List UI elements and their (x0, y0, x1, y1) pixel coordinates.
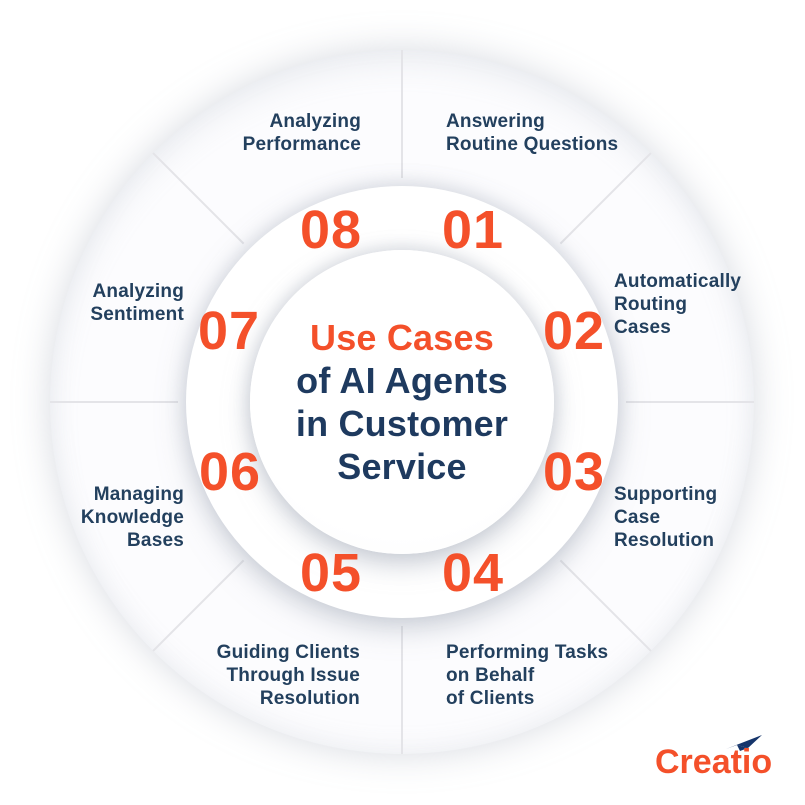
label-line: Routing (614, 294, 688, 315)
label-line: Resolution (614, 530, 715, 551)
segment-label-07: Analyzing Sentiment (90, 280, 184, 326)
title-line: of AI Agents (296, 360, 508, 401)
segment-number-04: 04 (441, 543, 505, 603)
segment-label-05: Guiding Clients Through Issue Resolution (217, 641, 360, 710)
label-line: Bases (127, 530, 184, 551)
segment-label-02: Automatically Routing Cases (614, 270, 741, 339)
label-line: on Behalf (446, 665, 535, 686)
divider-line (401, 50, 403, 178)
segment-number-06: 06 (198, 442, 262, 502)
label-line: Answering (446, 111, 545, 132)
label-line: Analyzing (92, 281, 184, 302)
logo-text: Creatio (655, 743, 773, 781)
title-highlight: Use Cases (310, 317, 494, 358)
label-line: Case (614, 507, 661, 528)
segment-label-01: Answering Routine Questions (446, 110, 618, 156)
center-title: Use Cases of AI Agents in Customer Servi… (296, 316, 508, 488)
label-line: Automatically (614, 271, 742, 292)
segment-label-03: Supporting Case Resolution (614, 483, 717, 552)
creatio-logo: Creatio (655, 735, 785, 787)
label-line: Cases (614, 317, 671, 338)
segment-label-08: Analyzing Performance (243, 110, 361, 156)
label-line: Guiding Clients (216, 642, 360, 663)
title-line: Service (337, 446, 467, 487)
segment-number-03: 03 (542, 442, 606, 502)
segment-number-05: 05 (299, 543, 363, 603)
label-line: Managing (93, 484, 184, 505)
label-line: Supporting (614, 484, 718, 505)
divider-line (401, 626, 403, 754)
label-line: Performing Tasks (446, 642, 609, 663)
center-circle: Use Cases of AI Agents in Customer Servi… (250, 250, 554, 554)
label-line: Analyzing (269, 111, 361, 132)
label-line: Sentiment (90, 304, 184, 325)
label-line: Knowledge (80, 507, 184, 528)
segment-number-02: 02 (542, 301, 606, 361)
label-line: of Clients (446, 688, 535, 709)
label-line: Resolution (259, 688, 360, 709)
segment-number-08: 08 (299, 200, 363, 260)
divider-line (626, 401, 754, 403)
segment-label-04: Performing Tasks on Behalf of Clients (446, 641, 608, 710)
divider-line (50, 401, 178, 403)
segment-number-01: 01 (441, 200, 505, 260)
label-line: Performance (242, 134, 361, 155)
paper-plane-icon (726, 735, 762, 751)
segment-number-07: 07 (197, 301, 261, 361)
segment-label-06: Managing Knowledge Bases (81, 483, 184, 552)
label-line: Through Issue (226, 665, 360, 686)
title-line: in Customer (295, 403, 509, 444)
label-line: Routine Questions (446, 134, 619, 155)
